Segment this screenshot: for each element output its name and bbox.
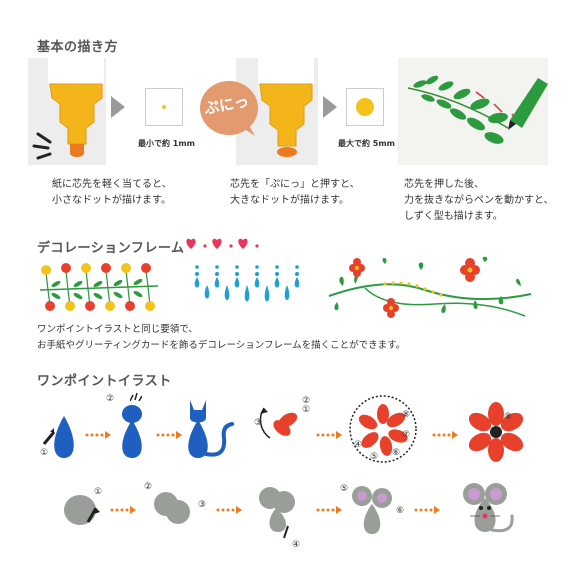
dotted-arrow-icon [316,505,342,515]
step2-text: 芯先を「ぷにっ」と押すと、 大きなドットが描けます。 [230,177,360,209]
step3-line-1: 芯先を押した後、 [404,179,484,190]
step-number-1: ① [40,448,49,458]
dotted-arrow-icon [414,505,440,515]
pen-photo-panel-1 [28,58,106,165]
section-title-basic: 基本の描き方 [37,40,119,55]
step1-text: 紙に芯先を軽く当てると、 小さなドットが描けます。 [52,177,172,209]
mouse-step-3 [254,480,304,544]
mouse-step-number-5: ⑤ [340,484,349,494]
mouse-step-number-1: ① [94,487,103,497]
step-number-7: ⑦ [402,430,411,440]
small-dot [162,105,166,109]
leaf-branch-illustration [407,75,548,144]
small-dot-box [145,88,183,126]
mouse-step-number-3: ③ [198,500,207,510]
hearts-icon [185,236,265,250]
arrow-right-icon [323,96,337,118]
large-dot-box [346,88,384,126]
dotted-arrow-icon [110,505,136,515]
step-number-9: ⑨ [504,412,513,422]
step2-line-1: 芯先を「ぷにっ」と押すと、 [230,179,360,190]
step-number-2: ② [106,394,115,404]
section-title-onepoint: ワンポイントイラスト [37,374,172,389]
step-number-4: ④ [354,440,363,450]
dotted-arrow-icon [85,430,111,440]
step3-line-2: 力を抜きながらペンを動かすと、 [404,195,554,206]
cat-step-1 [36,410,86,466]
press-marks-icon [130,393,142,401]
leaf-strokes-panel [398,58,548,165]
dotted-arrow-icon [316,430,342,440]
step3-text: 芯先を押した後、 力を抜きながらペンを動かすと、 しずく型も描けます。 [404,177,554,225]
step1-line-1: 紙に芯先を軽く当てると、 [52,179,172,190]
dotted-arrow-icon [432,430,458,440]
arrow-right-icon [111,96,125,118]
cat-step-2 [112,396,152,464]
mouse-step-2 [148,484,198,534]
puni-speech-bubble [199,80,259,138]
large-dot [356,98,374,116]
max-size-label: 最大で約 5mm [338,139,396,148]
deco-description: ワンポイントイラストと同じ要領で、 お手紙やグリーティングカードを飾るデコレーシ… [37,322,405,354]
mouse-step-number-6: ⑥ [396,506,405,516]
mouse-step-number-2: ② [144,482,153,492]
deco-desc-line-1: ワンポイントイラストと同じ要領で、 [37,324,198,335]
deco-red-flower-vine [325,256,535,324]
dotted-arrow-icon [216,505,242,515]
step-number-3: ③ [254,418,263,428]
step1-line-2: 小さなドットが描けます。 [52,195,171,206]
mouse-step-1 [60,488,110,538]
flower-step-1 [252,398,314,448]
cat-final [180,396,236,464]
step-number-5: ⑤ [370,452,379,462]
mouse-step-number-4: ④ [292,540,301,550]
mouse-step-4 [348,480,398,544]
marker-tip-illustration [32,58,104,160]
step-number-8: ⑧ [402,410,411,420]
deco-flower-vine [38,262,163,312]
flower-step-2 [346,392,420,466]
deco-blue-drops [185,263,315,313]
dotted-arrow-icon [156,430,182,440]
step-number-6: ⑥ [392,448,401,458]
deco-desc-line-2: お手紙やグリーティングカードを飾るデコレーションフレームを描くことができます。 [37,340,406,351]
min-size-label: 最小で約 1mm [138,139,196,148]
flower-final [464,400,528,464]
step-number-2b: ② [302,396,311,406]
step-number-1b: ① [302,405,311,415]
mouse-final [452,476,522,546]
step3-line-3: しずく型も描けます。 [404,211,503,222]
marker-press-illustration [258,58,314,157]
step2-line-2: 大きなドットが描けます。 [230,195,349,206]
section-title-deco: デコレーションフレーム [37,241,185,256]
